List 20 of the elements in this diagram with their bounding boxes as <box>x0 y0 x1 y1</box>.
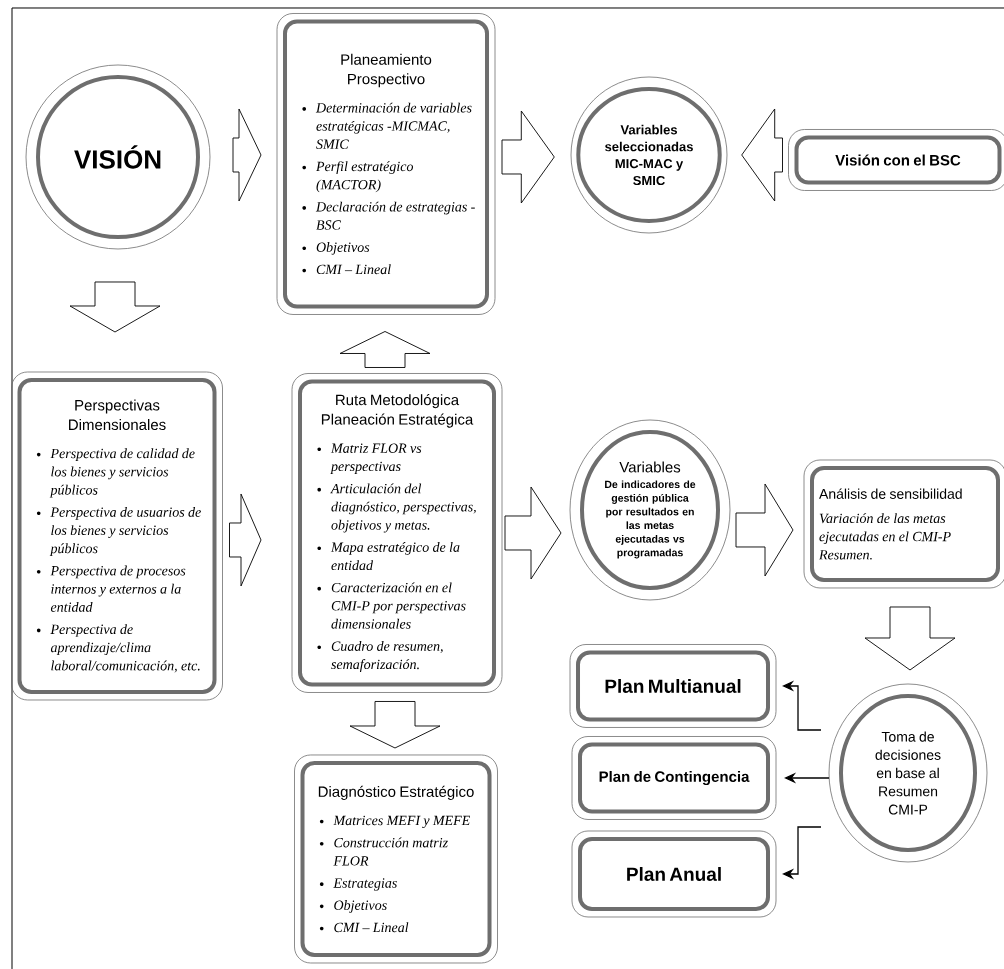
block-arrow <box>349 701 441 749</box>
process-box: Planeamiento Prospectivo Determinación de variables estratégicas -MICMAC, SMIC Perfil estratégico (MACTOR) Declaración de estrategias - BSC Objetivos CMI – Lineal <box>276 13 496 315</box>
process-box: Plan Multianual <box>569 644 777 728</box>
process-box: Ruta Metodológica Planeación Estratégica Matriz FLOR vs perspectivas Articulación del diagnóstico, perspectivas, objetivos y metas. Mapa estratégico de la entidad Caracterización en el CMI-P por perspectivas dimensionales Cuadro de resumen, semaforización. <box>291 373 503 693</box>
block-arrow <box>501 110 555 204</box>
process-box: Diagnóstico Estratégico Matrices MEFI y MEFE Construcción matriz FLOR Estrategias Objetivos CMI – Lineal <box>294 754 498 964</box>
block-arrow <box>69 281 161 333</box>
process-box: Análisis de sensibilidad Variación de las metas ejecutadas en el CMI-P Resumen. <box>803 459 1004 589</box>
process-box: Plan de Contingencia <box>571 736 777 820</box>
process-box: Plan Anual <box>571 830 777 918</box>
process-box: Visión con el BSC <box>788 129 1004 191</box>
block-arrow <box>741 108 783 202</box>
block-arrow <box>232 108 262 202</box>
block-arrow <box>864 606 956 671</box>
arrow <box>782 826 822 880</box>
block-arrow <box>735 483 794 577</box>
process-box: Perspectivas Dimensionales Perspectiva de calidad de los bienes y servicios públicos Perspectiva de usuarios de los bienes y servicios públicos Perspectiva de procesos internos y externos a la entidad Perspectiva de aprendizaje/clima laboral/comunicación, etc. <box>11 371 223 701</box>
block-arrow <box>229 493 262 587</box>
block-arrow <box>339 331 431 368</box>
block-arrow <box>504 486 562 580</box>
